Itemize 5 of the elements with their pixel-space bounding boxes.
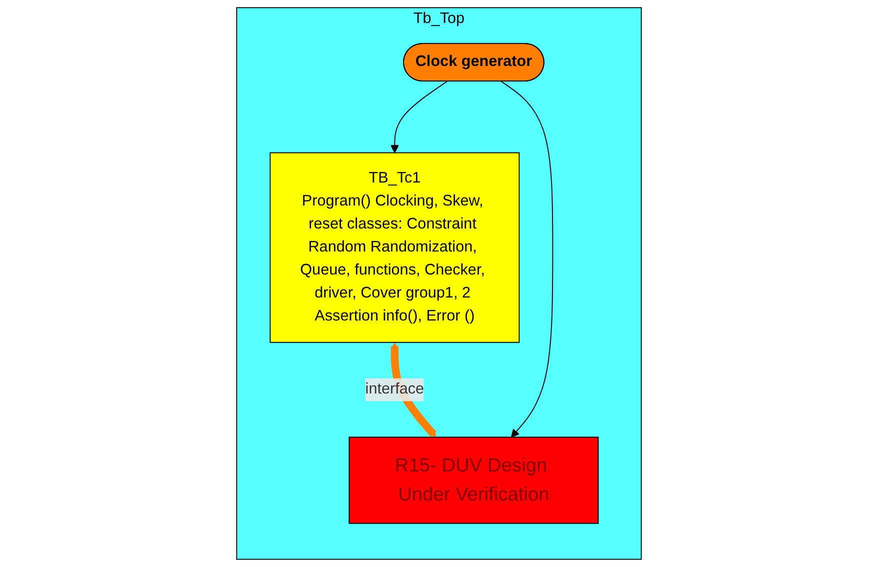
arrow — [500, 80, 554, 438]
arrow — [390, 80, 448, 154]
node-box: R15- DUV Design Under Verification — [348, 436, 599, 524]
node-box: TB_Tc1 Program() Clocking, Skew, reset classes: Constraint Random Randomization, Queue, functions, Checker, driver, Cover group1, 2 Assertion info(), Error () — [270, 152, 520, 343]
edge-label: interface — [365, 381, 424, 398]
